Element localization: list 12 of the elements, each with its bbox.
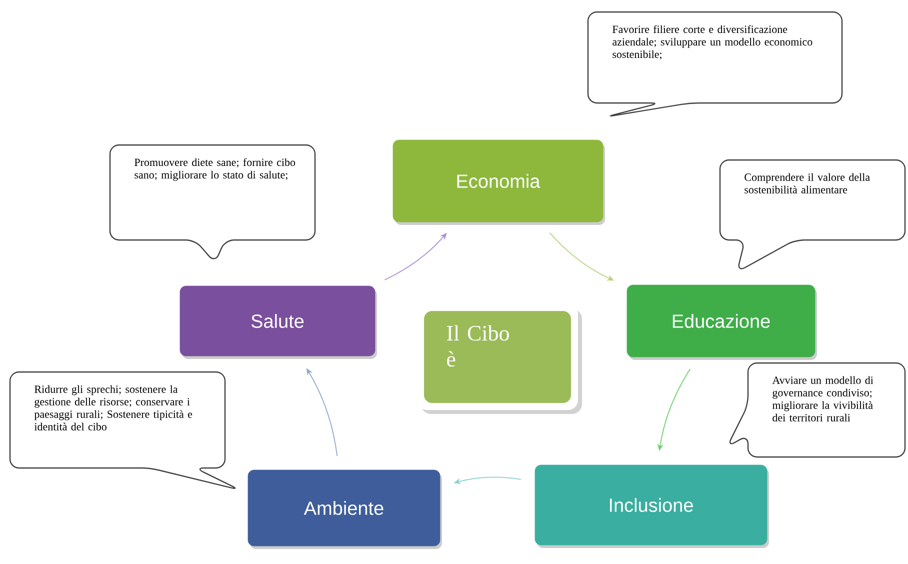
topic-box: Educazione [626, 284, 817, 360]
center-box: Il Cibo è [417, 304, 582, 414]
speech-bubble: Ridurre gli sprechi; sostenere la gestione delle risorse; conservare i paesaggi rurali; Sostenere tipicità e identità del cibo [9, 371, 236, 489]
speech-bubble: Avviare un modello di governance condiviso; migliorare la vivibilità dei territori rurali [729, 362, 906, 458]
topic-box: Salute [180, 286, 377, 359]
speech-bubble: Favorire filiere corte e diversificazione aziendale; sviluppare un modello economico sostenibile; [587, 11, 843, 117]
node-label: Il Cibo è [447, 325, 509, 367]
topic-box: Economia [392, 140, 605, 225]
speech-bubble: Comprendere il valore della sostenibilità alimentare [719, 159, 906, 270]
topic-box: Inclusione [534, 464, 769, 548]
speech-bubble: Promuovere diete sane; fornire cibo sano; migliorare lo stato di salute; [109, 144, 316, 260]
topic-box: Ambiente [248, 470, 442, 549]
